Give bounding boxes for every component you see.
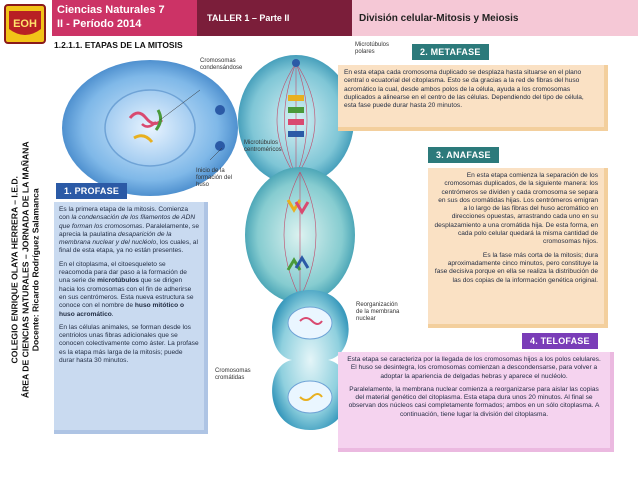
period-label: II - Período 2014 bbox=[57, 18, 142, 30]
institution-text: COLEGIO ENRIQUE OLAYA HERRERA – I.E.D. Á… bbox=[2, 60, 48, 480]
telophase-text-box: Esta etapa se caracteriza por la llegada… bbox=[338, 352, 614, 452]
school-name: COLEGIO ENRIQUE OLAYA HERRERA – I.E.D. bbox=[9, 176, 20, 364]
course-title: Ciencias Naturales 7 bbox=[57, 4, 165, 16]
tag-metaphase: 2. METAFASE bbox=[412, 44, 489, 60]
page-header: Ciencias Naturales 7 II - Período 2014 T… bbox=[52, 0, 638, 36]
anaphase-paragraph-2: Es la fase más corta de la mitosis; dura… bbox=[434, 251, 598, 284]
prophase-text-box: Es la primera etapa de la mitosis. Comie… bbox=[54, 202, 208, 434]
metaphase-cell-illustration bbox=[238, 55, 354, 185]
teacher-name: Docente: Ricardo Rodríguez Salamanca bbox=[30, 188, 41, 352]
sidebar: EOH COLEGIO ENRIQUE OLAYA HERRERA – I.E.… bbox=[0, 0, 50, 493]
caption-microtubules: Microtúbulos centroméricos bbox=[244, 140, 282, 153]
caption-chromosomes-2: Cromosomas cromátidas bbox=[215, 368, 251, 381]
telophase-paragraph-2: Paralelamente, la membrana nuclear comie… bbox=[348, 385, 600, 418]
prophase-paragraph-3: En las células animales, se forman desde… bbox=[59, 323, 199, 365]
anaphase-paragraph-1: En esta etapa comienza la separación de … bbox=[434, 172, 598, 246]
topic-label: División celular-Mitosis y Meiosis bbox=[352, 0, 638, 36]
prophase-cell-illustration bbox=[62, 60, 238, 196]
area-name: ÁREA DE CIENCIAS NATURALES – JORNADA DE … bbox=[19, 141, 30, 399]
tag-telophase: 4. TELOFASE bbox=[522, 333, 598, 349]
course-block: Ciencias Naturales 7 II - Período 2014 bbox=[52, 0, 197, 36]
prophase-paragraph-2: En el citoplasma, el citoesqueleto se re… bbox=[59, 260, 194, 318]
workshop-label: TALLER 1 – Parte II bbox=[197, 0, 352, 36]
telophase-cell-illustration bbox=[272, 290, 349, 430]
section-title: 1.2.1.1. ETAPAS DE LA MITOSIS bbox=[54, 40, 183, 50]
tag-anaphase: 3. ANAFASE bbox=[428, 147, 499, 163]
telophase-paragraph-1: Esta etapa se caracteriza por la llegada… bbox=[347, 356, 601, 380]
caption-membrane-post: Reorganización de la membrana nuclear bbox=[356, 302, 400, 322]
metaphase-text-box: En esta etapa cada cromosoma duplicado s… bbox=[338, 65, 608, 131]
svg-text:EOH: EOH bbox=[13, 18, 37, 30]
anaphase-cell-illustration bbox=[245, 167, 355, 303]
anaphase-text-box: En esta etapa comienza la separación de … bbox=[428, 168, 608, 328]
tag-prophase: 1. PROFASE bbox=[56, 183, 128, 199]
school-logo-icon: EOH bbox=[4, 4, 46, 44]
caption-chromosomes: Cromosomas condensándose bbox=[200, 58, 243, 71]
metaphase-paragraph: En esta etapa cada cromosoma duplicado s… bbox=[344, 69, 584, 110]
prophase-paragraph-1: Es la primera etapa de la mitosis. Comie… bbox=[59, 206, 200, 255]
caption-spindle-start: Inicio de la formación del huso bbox=[196, 168, 233, 188]
caption-microtubules-poles: Microtúbulos polares bbox=[355, 42, 390, 55]
